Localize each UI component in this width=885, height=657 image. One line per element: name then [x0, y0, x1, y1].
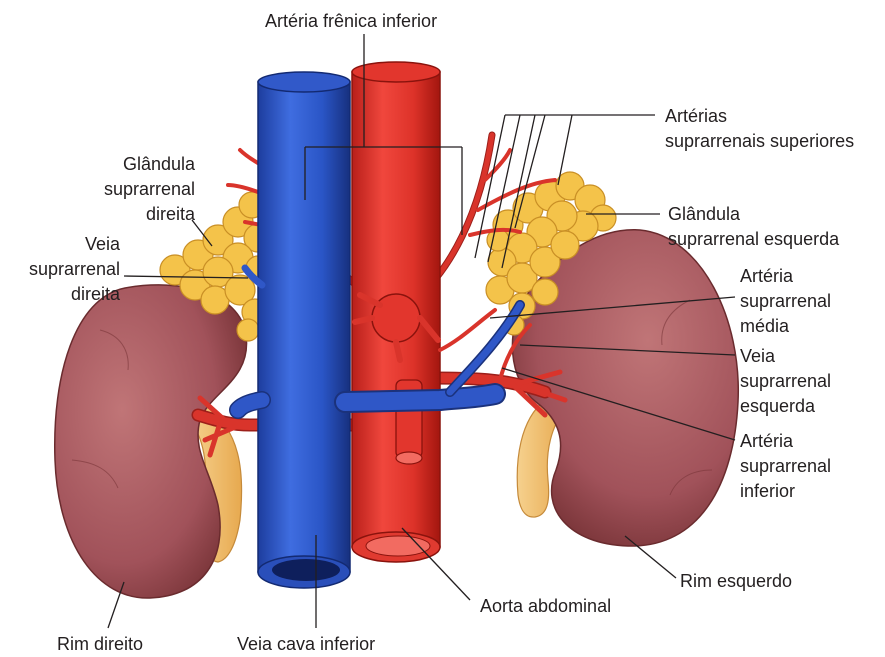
right-renal-vein [238, 400, 262, 410]
label-superior-suprarenal-arteries-line1: Artérias [665, 106, 727, 126]
label-right-suprarenal-gland-line2: suprarrenal [104, 179, 195, 199]
label-right-suprarenal-gland-line1: Glândula [123, 154, 196, 174]
label-left-suprarenal-gland-line2: suprarrenal esquerda [668, 229, 840, 249]
label-right-suprarenal-vein-line3: direita [71, 284, 121, 304]
label-right-suprarenal-vein-line2: suprarrenal [29, 259, 120, 279]
label-inferior-phrenic-artery: Artéria frênica inferior [265, 11, 437, 31]
label-left-suprarenal-vein-line1: Veia [740, 346, 776, 366]
label-superior-suprarenal-arteries-line2: suprarrenais superiores [665, 131, 854, 151]
label-middle-suprarenal-artery-line3: média [740, 316, 790, 336]
label-left-suprarenal-gland-line1: Glândula [668, 204, 741, 224]
label-middle-suprarenal-artery-line2: suprarrenal [740, 291, 831, 311]
label-right-suprarenal-gland-line3: direita [146, 204, 196, 224]
ivc-lumen [272, 559, 340, 581]
label-left-kidney: Rim esquerdo [680, 571, 792, 591]
label-abdominal-aorta: Aorta abdominal [480, 596, 611, 616]
label-left-suprarenal-vein-line3: esquerda [740, 396, 816, 416]
label-inferior-suprarenal-artery-line1: Artéria [740, 431, 794, 451]
label-left-suprarenal-vein-line2: suprarrenal [740, 371, 831, 391]
left-renal-vein [345, 394, 495, 402]
label-middle-suprarenal-artery-line1: Artéria [740, 266, 794, 286]
label-inferior-suprarenal-artery-line3: inferior [740, 481, 795, 501]
label-inferior-vena-cava: Veia cava inferior [237, 634, 375, 654]
label-right-kidney: Rim direito [57, 634, 143, 654]
label-right-suprarenal-vein-line1: Veia [85, 234, 121, 254]
aorta-lumen [366, 536, 430, 556]
label-inferior-suprarenal-artery-line2: suprarrenal [740, 456, 831, 476]
inferior-vena-cava [258, 72, 350, 588]
